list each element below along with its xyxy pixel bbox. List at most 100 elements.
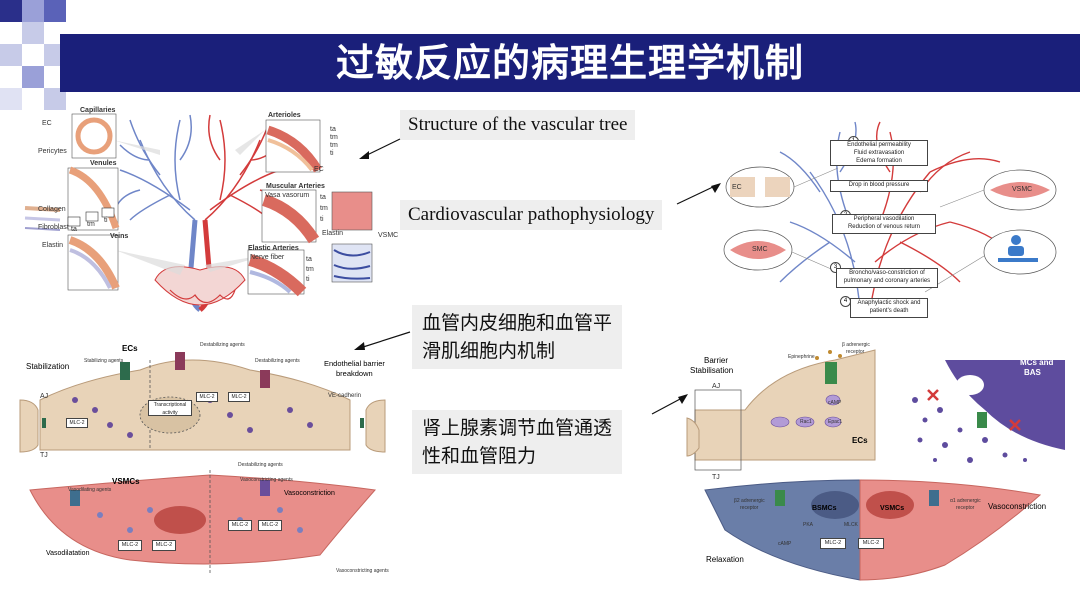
epac1-label: Epac1 (828, 419, 843, 425)
destabilizing-agents-label: Destabilizing agents (255, 358, 300, 364)
mlc2-label: MLC-2 (66, 418, 88, 428)
box3-line1: Broncho/vaso-constriction of (849, 270, 925, 276)
endothelial-permeability-box: Endothelial permeability Fluid extravasa… (830, 140, 928, 166)
vasoconstricting-agents-label: Vasoconstricting agents (336, 568, 389, 574)
anaphylactic-shock-box: Anaphylactic shock and patient's death (850, 298, 928, 318)
mlc2-label: MLC-2 (152, 540, 176, 551)
corner-square (0, 0, 22, 22)
mlc2-label: MLC-2 (118, 540, 142, 551)
mlc2-label: MLC-2 (228, 520, 252, 531)
ecs-label: ECs (122, 344, 138, 353)
muscular-ti: ti (320, 216, 324, 223)
arterioles-label: Arterioles (268, 112, 301, 119)
adr-ecs-label: ECs (852, 436, 868, 445)
beta-receptor-line1: β adrenergic (842, 342, 870, 348)
ec-label: EC (42, 120, 52, 127)
caption-vascular-tree: Structure of the vascular tree (400, 110, 636, 140)
venules-label: Venules (90, 160, 117, 167)
corner-square (44, 88, 66, 110)
corner-square (0, 44, 22, 66)
adr-mlc2-label: MLC-2 (858, 538, 884, 549)
corner-square (0, 88, 22, 110)
box2-line1: Peripheral vasodilation (853, 216, 915, 222)
box4-line1: Anaphylactic shock and (857, 300, 921, 306)
vasoconstricting-agents-label: Vasoconstricting agents (240, 477, 293, 483)
muscular-arteries-label: Muscular Arteries (266, 183, 325, 190)
destabilizing-agents-label: Destabilizing agents (200, 342, 245, 348)
vasodilatation-label: Vasodilatation (46, 550, 90, 557)
arrow-to-vascular-tree (359, 138, 401, 159)
ta-box-label: ta (71, 226, 77, 233)
muscular-tm: tm (320, 205, 328, 212)
title-band (60, 34, 1080, 92)
barrier-breakdown-line1: Endothelial barrier (324, 359, 385, 368)
corner-square (22, 66, 44, 88)
adr-camp-label: cAMP (778, 541, 792, 547)
box3-line2: pulmonary and coronary arteries (843, 278, 931, 284)
endothelial-cell-illustration (19, 352, 386, 575)
mcs-bas-line1: MCs and (1020, 358, 1054, 367)
arrow-to-cardio (676, 183, 721, 205)
blood-pressure-box: Drop in blood pressure (830, 180, 928, 192)
ve-cadherin-label: VE-cadherin (328, 393, 362, 399)
elastin-right-label: Elastin (322, 230, 344, 237)
cardio-smc-label: SMC (752, 246, 768, 253)
elastic-tm: tm (306, 266, 314, 273)
mlck-label: MLCK (844, 522, 858, 528)
box2-line2: Reduction of venous return (847, 224, 921, 230)
box4-line2: patient's death (869, 308, 909, 314)
caption-endothelial: 血管内皮细胞和血管平 滑肌细胞内机制 (412, 305, 623, 369)
elastin-label: Elastin (42, 242, 64, 249)
adr-vsmcs-label: VSMCs (880, 505, 905, 512)
vsmcs-label: VSMCs (112, 477, 140, 486)
cardio-vsmc-label: VSMC (1012, 186, 1033, 193)
caption-adrenaline: 肾上腺素调节血管通透 性和血管阻力 (412, 410, 623, 474)
caption-cardio: Cardiovascular pathophysiology (400, 200, 663, 230)
mlc2-label: MLC-2 (258, 520, 282, 531)
adr-vasoconstriction-label: Vasoconstriction (988, 502, 1047, 511)
corner-square (44, 0, 66, 22)
tm-box-label: tm (87, 221, 95, 228)
box1-line3: Edema formation (856, 158, 902, 164)
corner-square (22, 22, 44, 44)
vasa-vasorum-label: Vasa vasorum (265, 192, 310, 199)
vascular-tree-illustration (24, 113, 373, 312)
mcs-bas-line2: BAS (1024, 368, 1041, 377)
bronchoconstriction-box: Broncho/vaso-constriction of pulmonary a… (836, 268, 938, 288)
caption-endothelial-line1: 血管内皮细胞和血管平 (422, 312, 613, 334)
relaxation-label: Relaxation (706, 555, 744, 564)
rac1-label: Rac1 (800, 419, 812, 425)
adr-tj-label: TJ (712, 474, 720, 481)
nerve-fiber-label: Nerve fiber (250, 254, 285, 261)
aj-label: AJ (40, 393, 49, 400)
arrow-to-adrenaline (651, 394, 688, 415)
fibroblast-label: Fibroblast (38, 224, 69, 231)
veins-label: Veins (110, 233, 129, 240)
pericytes-label: Pericytes (38, 148, 67, 155)
stabilizing-agents-label: Stabilizing agents (84, 358, 124, 364)
arterioles-tm: tm (330, 142, 338, 149)
alpha1-receptor-line2: receptor (956, 505, 975, 511)
vasodilating-agents-label: Vasodilating agents (68, 487, 112, 493)
pka-label: PKA (803, 522, 814, 528)
tj-label: TJ (40, 452, 48, 459)
arterioles-ec: EC (314, 166, 324, 173)
arrow-to-endothelial (354, 331, 411, 350)
caption-adrenaline-line2: 性和血管阻力 (422, 445, 537, 467)
adr-barrier-line1: Barrier (704, 356, 729, 365)
mlc2-label: MLC-2 (228, 392, 250, 402)
slide-title: 过敏反应的病理生理学机制 (335, 41, 804, 85)
box1-line1: Endothelial permeability (847, 142, 911, 148)
adr-barrier-line2: Stabilisation (690, 366, 734, 375)
arterioles-tm: tm (330, 134, 338, 141)
stabilization-label: Stabilization (26, 362, 70, 371)
beta2-receptor-line1: β2 adrenergic (734, 498, 765, 504)
corner-square (22, 0, 44, 22)
alpha1-receptor-line1: α1 adrenergic (950, 498, 981, 504)
elastic-arteries-label: Elastic Arteries (248, 245, 299, 252)
epinephrine-label: Epinephrine (788, 354, 815, 360)
camp-label: cAMP (828, 400, 842, 406)
caption-adrenaline-line1: 肾上腺素调节血管通透 (422, 417, 613, 439)
adr-aj-label: AJ (712, 383, 721, 390)
elastic-ta: ta (306, 256, 312, 263)
